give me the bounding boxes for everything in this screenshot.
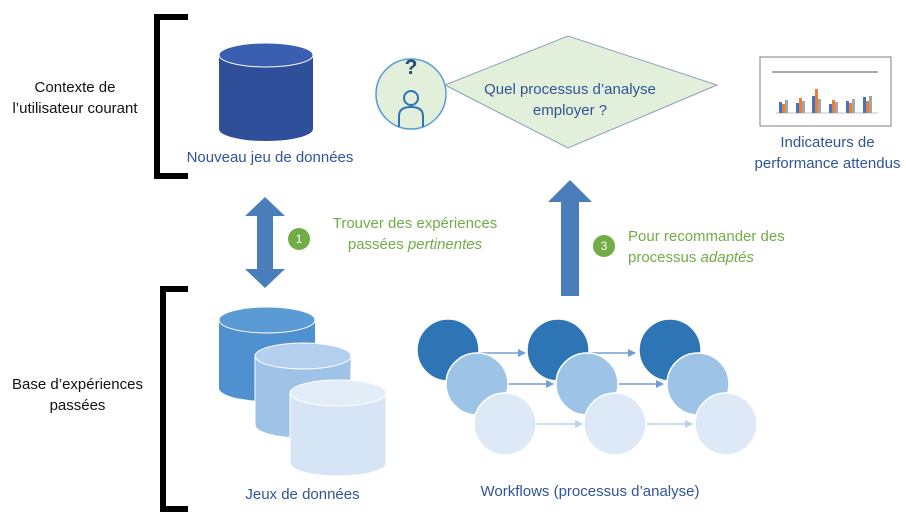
step1-text: Trouver des expériences passées pertinen… — [320, 213, 510, 255]
step1-line2-plain: passées — [347, 236, 408, 253]
question-line2: employer ? — [532, 102, 608, 119]
step3-line2: processus adaptés — [628, 247, 828, 268]
step3-number: 3 — [600, 239, 608, 253]
decision-diamond — [443, 35, 719, 149]
step3-line2-italic: adaptés — [700, 249, 754, 266]
context-label: Contexte de l’utilisateur courant — [5, 77, 145, 119]
step1-line2: passées pertinentes — [320, 234, 510, 255]
step1-line1: Trouver des expériences — [332, 215, 498, 232]
step3-badge — [593, 235, 615, 257]
base-bracket — [160, 286, 188, 512]
step3-line1: Pour recommander des — [628, 228, 785, 245]
question-line1: Quel processus d’analyse — [484, 81, 656, 98]
workflows-label: Workflows (processus d’analyse) — [480, 483, 700, 500]
base-label-line2: passées — [49, 397, 106, 414]
step1-badge — [288, 228, 310, 250]
step3-text: Pour recommander des processus adaptés — [628, 226, 828, 268]
up-arrow — [548, 180, 592, 296]
step3-line2-plain: processus — [628, 249, 701, 266]
indicators-label: Indicateurs de performance attendus — [745, 132, 906, 174]
base-label-line1: Base d’expériences — [12, 376, 143, 393]
user-question-icon — [375, 58, 447, 130]
step1-number: 1 — [295, 232, 303, 246]
new-dataset-label: Nouveau jeu de données — [186, 149, 354, 166]
new-dataset-cylinder-icon — [218, 42, 314, 141]
indicators-line1: Indicateurs de — [780, 134, 875, 151]
datasets-cylinders-icon — [218, 306, 387, 477]
question-text: Quel processus d’analyse employer ? — [465, 79, 675, 121]
indicators-line2: performance attendus — [754, 155, 901, 172]
bidirectional-arrow — [245, 197, 285, 288]
context-label-line1: Contexte de — [34, 79, 116, 96]
question-mark: ? — [404, 56, 418, 79]
context-label-line2: l’utilisateur courant — [12, 100, 138, 117]
context-bracket — [154, 14, 188, 179]
datasets-label: Jeux de données — [245, 486, 360, 503]
step1-line2-italic: pertinentes — [407, 236, 483, 253]
performance-chart-icon — [759, 56, 892, 127]
base-label: Base d’expériences passées — [5, 374, 150, 416]
workflows-network-icon — [416, 318, 758, 456]
